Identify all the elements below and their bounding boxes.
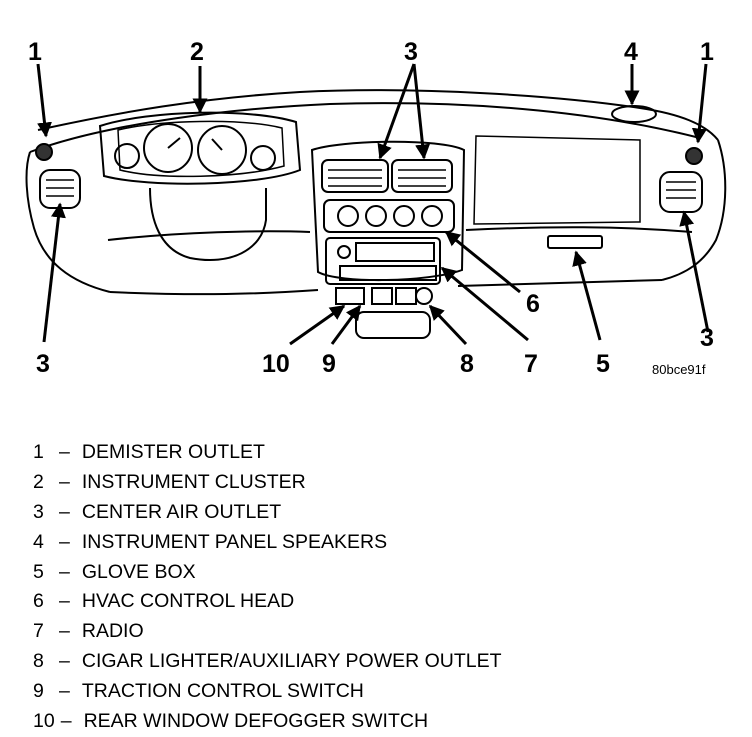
legend-item: 5–GLOVE BOX: [33, 558, 502, 588]
center-stack: [310, 140, 466, 339]
legend-dash: –: [59, 500, 70, 523]
legend-item: 8–CIGAR LIGHTER/AUXILIARY POWER OUTLET: [33, 647, 502, 677]
legend-number: 10: [33, 710, 55, 733]
legend-text: REAR WINDOW DEFOGGER SWITCH: [83, 710, 429, 733]
callout-labels: 1 2 3 4 1 3 10 9 8 7 6 5 3 80bce91f: [28, 38, 714, 378]
callout-9: 9: [322, 350, 336, 378]
instrument-cluster: [98, 111, 302, 262]
legend-text: CENTER AIR OUTLET: [81, 500, 282, 523]
legend-text: DEMISTER OUTLET: [81, 441, 265, 463]
legend-dash: –: [60, 710, 72, 733]
legend-number: 4: [33, 530, 44, 553]
callout-10: 10: [262, 350, 290, 378]
legend-item: 3–CENTER AIR OUTLET: [33, 498, 502, 528]
legend-dash: –: [59, 441, 70, 463]
callout-1-right: 1: [700, 38, 714, 66]
callout-2: 2: [190, 38, 204, 66]
legend-item: 4–INSTRUMENT PANEL SPEAKERS: [33, 528, 502, 558]
callout-4: 4: [624, 38, 638, 66]
legend-dash: –: [59, 470, 70, 493]
legend-number: 6: [33, 590, 44, 613]
legend-number: 7: [33, 620, 44, 643]
outlets-and-glovebox: [35, 105, 703, 249]
legend-list: 1–DEMISTER OUTLET 2–INSTRUMENT CLUSTER 3…: [33, 438, 502, 737]
legend-number: 5: [33, 560, 44, 583]
callout-8: 8: [460, 350, 474, 378]
legend-number: 8: [33, 650, 44, 673]
instrument-panel-diagram: 1 2 3 4 1 3 10 9 8 7 6 5 3 80bce91f: [25, 38, 727, 378]
legend-text: RADIO: [81, 620, 144, 643]
legend-number: 9: [33, 680, 44, 703]
legend-dash: –: [59, 650, 70, 673]
callout-6: 6: [526, 290, 540, 318]
callout-3-top: 3: [404, 38, 418, 66]
legend-number: 3: [33, 500, 44, 523]
legend-text: TRACTION CONTROL SWITCH: [81, 680, 364, 703]
callout-7: 7: [524, 350, 538, 378]
legend-number: 1: [33, 441, 44, 463]
legend-item: 1–DEMISTER OUTLET: [33, 438, 502, 468]
legend-number: 2: [33, 470, 44, 493]
legend-text: HVAC CONTROL HEAD: [81, 590, 295, 613]
legend-item: 10–REAR WINDOW DEFOGGER SWITCH: [33, 707, 502, 737]
legend-item: 9–TRACTION CONTROL SWITCH: [33, 677, 502, 707]
legend-dash: –: [59, 560, 70, 583]
legend-item: 7–RADIO: [33, 617, 502, 647]
legend-item: 2–INSTRUMENT CLUSTER: [33, 468, 502, 498]
legend-text: CIGAR LIGHTER/AUXILIARY POWER OUTLET: [81, 650, 502, 673]
legend-text: INSTRUMENT PANEL SPEAKERS: [81, 530, 388, 553]
legend-text: INSTRUMENT CLUSTER: [81, 470, 306, 493]
legend-dash: –: [59, 680, 70, 703]
callout-3-left: 3: [36, 350, 50, 378]
legend-item: 6–HVAC CONTROL HEAD: [33, 587, 502, 617]
legend-dash: –: [59, 620, 70, 643]
callout-5: 5: [596, 350, 610, 378]
legend-dash: –: [59, 590, 70, 613]
legend-text: GLOVE BOX: [81, 560, 196, 583]
legend-dash: –: [59, 530, 70, 553]
callout-leader-lines: [36, 63, 710, 346]
figure-id: 80bce91f: [652, 362, 706, 377]
callout-3-right: 3: [700, 324, 714, 352]
callout-1-left: 1: [28, 38, 42, 66]
